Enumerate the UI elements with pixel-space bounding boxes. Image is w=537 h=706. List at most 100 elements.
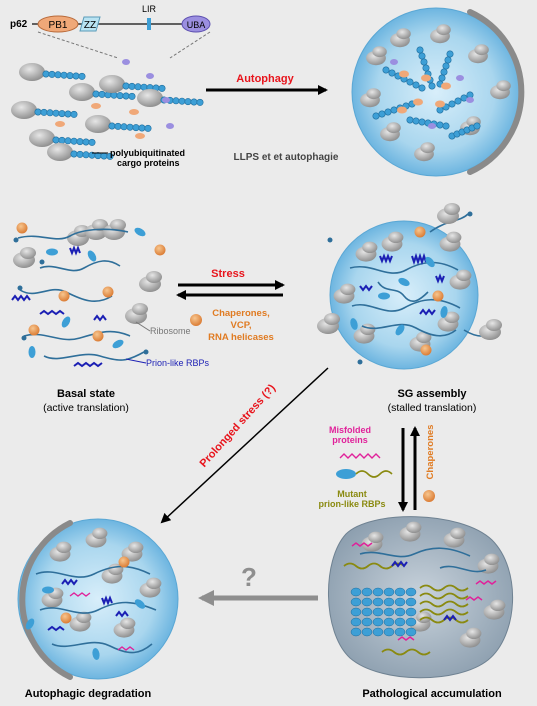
- p62-unit: [399, 70, 409, 78]
- misfolded-protein: [351, 542, 373, 547]
- ubiquitin-bead: [76, 138, 84, 146]
- ubiquitin-bead: [172, 97, 180, 105]
- prion-rbp: [419, 308, 436, 316]
- ribosome-subunit: [76, 611, 92, 624]
- ribosome-subunit: [388, 231, 404, 244]
- chaperones-vcp-line1: Chaperones,: [212, 308, 270, 319]
- prion-rbp: [11, 294, 31, 302]
- cargo-protein: [47, 143, 73, 161]
- ubiquitin-bead: [54, 71, 62, 79]
- prion-rbp: [69, 245, 81, 256]
- aggregated-rbp: [383, 597, 395, 607]
- ribosome-subunit: [146, 577, 162, 590]
- rna-binding-protein: [102, 286, 114, 298]
- ubiquitin-bead: [418, 84, 426, 92]
- rbp-domain: [425, 256, 435, 268]
- ribosome-subunit: [128, 541, 144, 554]
- ubiquitin-bead: [442, 122, 450, 130]
- aggregated-rbp: [383, 627, 395, 637]
- sg-title: SG assembly: [397, 388, 467, 400]
- ribosome-subunit: [466, 627, 482, 640]
- misfolded-line1: Misfolded: [329, 425, 371, 435]
- ubiquitin-bead: [382, 66, 390, 74]
- mrna-strand: [43, 351, 145, 361]
- p62-unit: [129, 109, 139, 115]
- aggregated-rbp: [350, 627, 362, 637]
- ubiquitin-bead: [178, 97, 186, 105]
- aggregated-rbp: [372, 627, 384, 637]
- ribosome-subunit: [484, 553, 500, 566]
- ribosome-subunit: [110, 219, 126, 231]
- prion-rbp: [73, 361, 103, 368]
- aggregated-rbp: [372, 617, 384, 627]
- ubiquitin-bead: [473, 122, 481, 130]
- cargo-protein: [29, 129, 55, 147]
- pathological-title: Pathological accumulation: [362, 688, 502, 700]
- ribosome-subunit: [362, 241, 378, 254]
- rbp-domain: [395, 324, 405, 336]
- ubiquitin-bead: [60, 71, 68, 79]
- misfolded-protein: [69, 592, 91, 597]
- prion-rbp: [115, 610, 129, 618]
- autophagy-label: Autophagy: [236, 73, 294, 85]
- ubiquitin-bead: [416, 46, 424, 54]
- mutant-rbp-fibril: [419, 600, 469, 608]
- ribosome-subunit: [450, 527, 466, 540]
- ubiquitin-bead: [122, 82, 130, 90]
- mutant-rbp-fibril: [381, 648, 431, 656]
- rna-binding-protein: [60, 612, 72, 624]
- ribosome-subunit: [366, 88, 381, 100]
- mrna-strand: [377, 281, 429, 303]
- sg-subtitle: (stalled translation): [388, 402, 477, 414]
- rna-binding-protein: [420, 344, 432, 356]
- uba-unit: [428, 123, 436, 129]
- aggregated-rbp: [383, 587, 395, 597]
- stress-label: Stress: [211, 268, 245, 280]
- cargo-protein: [69, 83, 95, 101]
- rna-cap: [13, 237, 19, 243]
- cargo-label-line2: cargo proteins: [117, 158, 180, 168]
- prolonged-stress-arrow: [160, 367, 329, 524]
- cargo-protein: [19, 63, 45, 81]
- mrna-strand: [359, 547, 471, 558]
- p62-unit: [135, 133, 145, 139]
- p62-unit: [91, 103, 101, 109]
- ubiquitin-bead: [422, 64, 430, 72]
- autophagic-degradation-title: Autophagic degradation: [25, 688, 152, 700]
- misfolded-line2: proteins: [332, 435, 368, 445]
- ubiquitin-bead: [158, 84, 166, 92]
- cargo-protein: [11, 101, 37, 119]
- mrna-strand: [35, 565, 151, 578]
- ubiquitin-bead: [128, 92, 136, 100]
- aggregated-rbp: [361, 627, 373, 637]
- aggregated-rbp: [405, 627, 417, 637]
- prion-rbp: [443, 614, 457, 622]
- chaperone-protein-right: [423, 490, 435, 502]
- rna-binding-protein: [58, 290, 70, 302]
- mrna-strand: [361, 323, 457, 337]
- ubiquitin-bead: [442, 62, 450, 70]
- ubiquitin-bead: [418, 118, 426, 126]
- uba-unit: [122, 59, 130, 65]
- ribosome-subunit: [406, 521, 422, 534]
- prion-rbp: [61, 578, 78, 586]
- ribosome-subunit: [396, 28, 411, 40]
- p62-label: p62: [10, 19, 28, 30]
- prion-rbp: [379, 253, 393, 264]
- ubiquitin-bead: [384, 108, 392, 116]
- ubiquitin-bead: [412, 117, 420, 125]
- aggregated-rbp: [394, 617, 406, 627]
- ubiquitin-bead: [440, 68, 448, 76]
- ubiquitin-bead: [82, 138, 90, 146]
- aggregated-rbp: [350, 617, 362, 627]
- ubiquitin-bead: [52, 109, 60, 117]
- ubiquitin-bead: [390, 106, 398, 114]
- uba-domain: [181, 15, 211, 33]
- mutant-line2: prion-like RBPs: [318, 499, 385, 509]
- rbp-domain: [46, 248, 58, 256]
- rna-binding-protein: [118, 556, 130, 568]
- aggregated-rbp: [405, 617, 417, 627]
- aggregated-rbp: [372, 587, 384, 597]
- ribosome-subunit: [132, 303, 148, 315]
